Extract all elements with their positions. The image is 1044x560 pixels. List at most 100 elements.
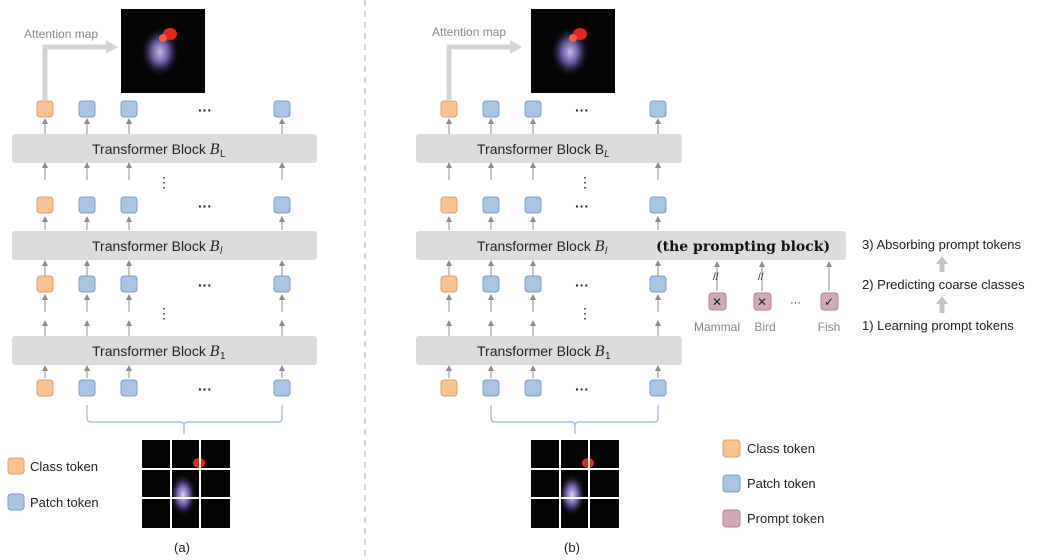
transformer-block-1 <box>12 336 317 365</box>
legend-class-swatch <box>7 457 25 475</box>
patch-token <box>120 196 138 214</box>
patch-token <box>482 379 500 397</box>
class-token <box>36 379 54 397</box>
svg-text:⋮: ⋮ <box>157 305 171 321</box>
ellipsis: ··· <box>198 381 212 397</box>
class-token <box>440 275 458 293</box>
prompt-label-bird: Bird <box>754 320 775 334</box>
class-token <box>440 196 458 214</box>
transformer-block-L <box>416 134 682 163</box>
patch-token <box>120 100 138 118</box>
block-label: Transformer Block <box>92 238 210 254</box>
token-row-2: ··· <box>440 196 667 214</box>
transformer-block-l <box>12 231 317 260</box>
svg-text:Transformer Block BL: Transformer Block BL <box>477 141 610 160</box>
svg-text:Transformer Block Bl: Transformer Block Bl <box>92 238 223 257</box>
block-label: Transformer Block <box>477 343 595 359</box>
attention-arrow <box>42 44 108 100</box>
svg-text:⋮: ⋮ <box>578 305 592 321</box>
caption-a: (a) <box>174 540 190 555</box>
block-subscript: 1 <box>605 351 611 362</box>
attention-map-label: Attention map <box>432 25 506 39</box>
patch-token <box>78 196 96 214</box>
panel-b: Attention map ··· Transformer Block BL ⋮ <box>416 9 1025 555</box>
ellipsis: ··· <box>790 297 801 309</box>
patch-token <box>120 275 138 293</box>
input-image-grid <box>142 440 230 528</box>
block-subscript: L <box>604 149 610 160</box>
patch-token <box>524 379 542 397</box>
svg-text:Transformer Block B1: Transformer Block B1 <box>477 343 611 362</box>
token-row-3: ··· <box>36 275 291 293</box>
legend-prompt-swatch <box>722 509 741 528</box>
class-token <box>36 275 54 293</box>
patch-token <box>120 379 138 397</box>
block-subscript: l <box>220 246 223 257</box>
svg-text:Transformer Block BL: Transformer Block BL <box>92 141 226 160</box>
attention-arrowhead <box>510 40 522 54</box>
legend-class-label: Class token <box>30 459 98 474</box>
transformer-block-1 <box>416 336 682 365</box>
svg-text:Transformer Block B1: Transformer Block B1 <box>92 343 226 362</box>
patch-token <box>482 196 500 214</box>
input-image-grid <box>531 440 619 528</box>
patch-token <box>273 379 291 397</box>
attention-map-image <box>121 9 205 93</box>
class-token <box>36 196 54 214</box>
patch-token <box>78 275 96 293</box>
patch-token <box>524 196 542 214</box>
svg-text:⋮: ⋮ <box>578 174 592 190</box>
patch-token <box>273 275 291 293</box>
attention-arrow <box>446 44 512 100</box>
patch-token <box>482 100 500 118</box>
token-row-input: ··· <box>36 379 291 397</box>
legend-class-label: Class token <box>747 441 815 456</box>
legend-patch-swatch <box>7 493 25 511</box>
cross-icon: ✕ <box>757 295 767 309</box>
block-label: Transformer Block <box>92 343 210 359</box>
prompt-token <box>708 292 727 311</box>
token-row-2: ··· <box>36 196 291 214</box>
block-subscript: l <box>605 246 608 257</box>
token-row-3: ··· <box>440 275 667 293</box>
ellipsis: ··· <box>575 381 589 397</box>
steps: 3) Absorbing prompt tokens 2) Predicting… <box>862 237 1025 333</box>
prompt-label-fish: Fish <box>818 320 841 334</box>
class-token <box>440 100 458 118</box>
patch-token <box>524 100 542 118</box>
patch-brace <box>490 405 659 434</box>
ellipsis: ··· <box>198 198 212 214</box>
token-row-input: ··· <box>440 379 667 397</box>
block-label: Transformer Block <box>477 141 595 157</box>
patch-token <box>78 100 96 118</box>
ellipsis: ··· <box>575 102 589 118</box>
patch-token <box>524 275 542 293</box>
block-label: Transformer Block <box>477 238 595 254</box>
ellipsis: ··· <box>198 277 212 293</box>
block-subscript: L <box>220 149 226 160</box>
ellipsis: ··· <box>198 102 212 118</box>
svg-text://: // <box>713 272 719 283</box>
caption-b: (b) <box>564 540 580 555</box>
prompt-label-mammal: Mammal <box>694 320 740 334</box>
attention-map-image <box>531 9 615 93</box>
patch-token <box>649 379 667 397</box>
class-token <box>36 100 54 118</box>
svg-text:⋮: ⋮ <box>157 174 171 190</box>
svg-text:Transformer Block Bl: Transformer Block Bl <box>477 238 608 257</box>
cross-icon: ✕ <box>712 295 722 309</box>
step-1: 1) Learning prompt tokens <box>862 318 1014 333</box>
legend-prompt-label: Prompt token <box>747 511 824 526</box>
patch-token <box>649 196 667 214</box>
legend-class-swatch <box>722 439 741 458</box>
prompting-block-note: (the prompting block) <box>656 239 830 255</box>
token-row-top: ··· <box>440 100 667 118</box>
legend-patch-label: Patch token <box>747 476 816 491</box>
class-token <box>440 379 458 397</box>
prompt-token <box>820 292 839 311</box>
transformer-block-L <box>12 134 317 163</box>
patch-token <box>649 100 667 118</box>
svg-text://: // <box>758 272 764 283</box>
ellipsis: ··· <box>575 277 589 293</box>
